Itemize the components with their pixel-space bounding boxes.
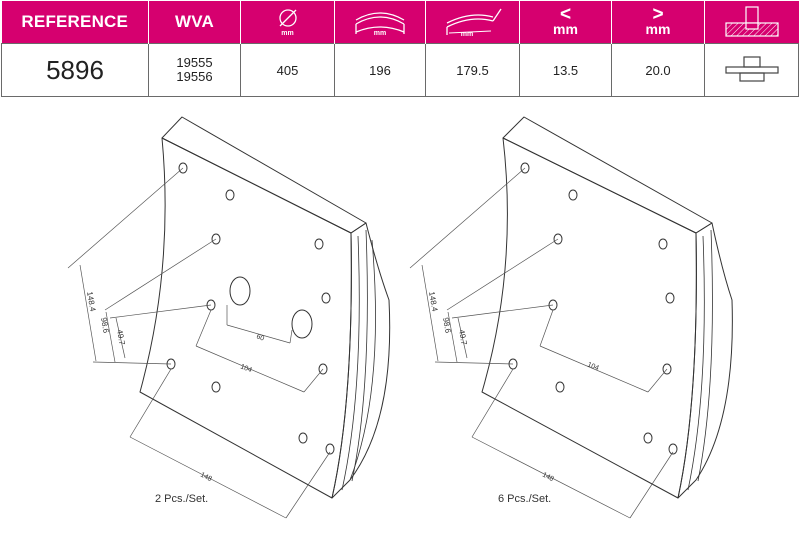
wva-cell: 19555 19556 <box>148 43 241 97</box>
lining-length-icon: mm <box>445 8 502 37</box>
max-thickness-symbol: > <box>652 4 664 25</box>
right-dim-148: 148 <box>541 472 555 484</box>
spec-table: REFERENCE WVA mm mm <box>1 1 799 97</box>
rivet-hole <box>665 292 675 304</box>
left-rivet-holes <box>166 162 335 455</box>
rivet-hole <box>211 233 221 245</box>
rivet-hole <box>668 443 678 455</box>
large-hole <box>291 309 313 339</box>
wva-value-1: 19555 <box>176 55 213 70</box>
min-thickness-symbol: < <box>559 4 572 25</box>
right-dimension-lines <box>409 167 674 519</box>
rivet-type-header <box>704 1 799 44</box>
rivet-type-cell <box>704 43 799 97</box>
left-dim-104: 104 <box>239 363 253 374</box>
rivet-hole <box>211 381 221 393</box>
right-dim-98-6: 98.6 <box>441 317 453 334</box>
rivet-hole <box>662 363 672 375</box>
min-thickness-cell: 13.5 <box>519 43 612 97</box>
diameter-icon <box>278 8 297 27</box>
lining-width-icon: mm <box>355 12 405 36</box>
rivet-hole <box>178 162 188 174</box>
right-lining-side <box>677 222 733 499</box>
width-unit: mm <box>374 30 386 36</box>
max-thickness-header: > mm <box>611 1 705 44</box>
rivet-hole <box>553 233 563 245</box>
rivet-hole <box>225 189 235 201</box>
diameter-header: mm <box>240 1 335 44</box>
rivet-hole <box>520 162 530 174</box>
length-unit: mm <box>460 31 472 37</box>
reference-cell: 5896 <box>1 43 149 97</box>
rivet-hole <box>298 432 308 444</box>
max-thickness-unit: mm <box>645 21 671 37</box>
min-thickness-header: < mm <box>519 1 612 44</box>
table-row: 5896 19555 19556 405 196 179.5 13.5 20.0 <box>1 43 799 97</box>
large-hole <box>229 276 251 306</box>
right-dim-148-4: 148.4 <box>427 291 439 313</box>
width-cell: 196 <box>334 43 426 97</box>
rivet-section-icon <box>725 6 779 37</box>
wva-header: WVA <box>148 1 241 44</box>
left-dimension-lines <box>67 167 331 519</box>
right-lining-drawing: 148.4 98.6 49.7 104 148 6 Pcs./Set. <box>409 116 733 519</box>
right-dim-49-7: 49.7 <box>457 329 469 346</box>
table-header-row: REFERENCE WVA mm mm <box>1 1 799 44</box>
left-dim-60: 60 <box>255 333 265 342</box>
left-caption: 2 Pcs./Set. <box>155 493 208 505</box>
right-lining-face <box>481 137 697 499</box>
left-dim-49-7: 49.7 <box>115 329 127 346</box>
right-caption: 6 Pcs./Set. <box>498 493 551 505</box>
diameter-cell: 405 <box>240 43 335 97</box>
length-header: mm <box>425 1 520 44</box>
left-lining-top <box>161 116 367 234</box>
left-dim-148: 148 <box>199 472 213 484</box>
rivet-hole <box>555 381 565 393</box>
max-thickness-cell: 20.0 <box>611 43 705 97</box>
left-dim-98-6: 98.6 <box>99 317 111 334</box>
left-lining-side <box>331 222 391 499</box>
rivet-hole <box>321 292 331 304</box>
rivet-hole <box>318 363 328 375</box>
min-thickness-unit: mm <box>553 21 578 37</box>
wva-value-2: 19556 <box>176 69 213 84</box>
right-dim-104: 104 <box>586 361 600 372</box>
rivet-hole <box>568 189 578 201</box>
rivet-hole <box>658 238 668 250</box>
right-rivet-holes <box>508 162 678 455</box>
right-lining-top <box>502 116 713 234</box>
rivet-hole <box>643 432 653 444</box>
left-lining-drawing: 148.4 98.6 49.7 60 104 148 2 Pcs./Set. <box>67 116 391 519</box>
rivet-profile-icon <box>724 55 779 82</box>
diameter-unit: mm <box>281 29 294 37</box>
length-cell: 179.5 <box>425 43 520 97</box>
rivet-hole <box>325 443 335 455</box>
rivet-hole <box>314 238 324 250</box>
left-lining-face <box>139 137 352 499</box>
reference-header: REFERENCE <box>1 1 149 44</box>
left-dim-148-4: 148.4 <box>85 291 97 313</box>
width-header: mm <box>334 1 426 44</box>
technical-drawing: 148.4 98.6 49.7 60 104 148 2 Pcs./Set. <box>67 116 733 519</box>
